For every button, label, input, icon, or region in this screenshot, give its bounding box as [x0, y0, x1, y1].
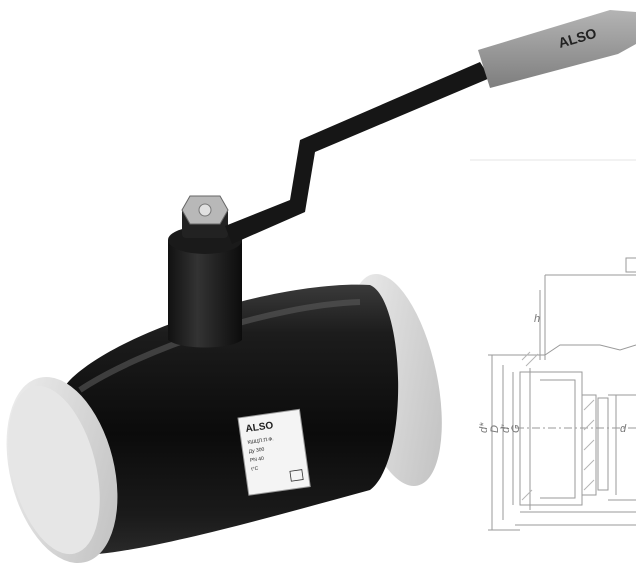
- valve-illustration: ALSO: [6, 10, 636, 564]
- dim-label-d-prime: d': [500, 424, 512, 433]
- nameplate-line-1: КШЦП.П.Ф.: [247, 436, 274, 446]
- dim-label-d: d: [620, 423, 627, 435]
- dim-label-G: G: [510, 424, 522, 433]
- nameplate-brand: ALSO: [245, 420, 274, 435]
- nameplate: ALSO КШЦП.П.Ф. Ду 300 PN 40 t°С: [245, 420, 304, 482]
- nameplate-line-4: t°С: [251, 466, 259, 473]
- certification-mark-icon: [289, 469, 304, 482]
- nameplate-line-3: PN 40: [250, 456, 265, 464]
- technical-drawing: [470, 159, 636, 531]
- dim-label-D: D: [489, 425, 501, 433]
- dim-label-d-star: d*: [478, 422, 490, 433]
- nameplate-line-2: Ду 300: [248, 447, 265, 455]
- dim-label-h: h: [534, 313, 540, 325]
